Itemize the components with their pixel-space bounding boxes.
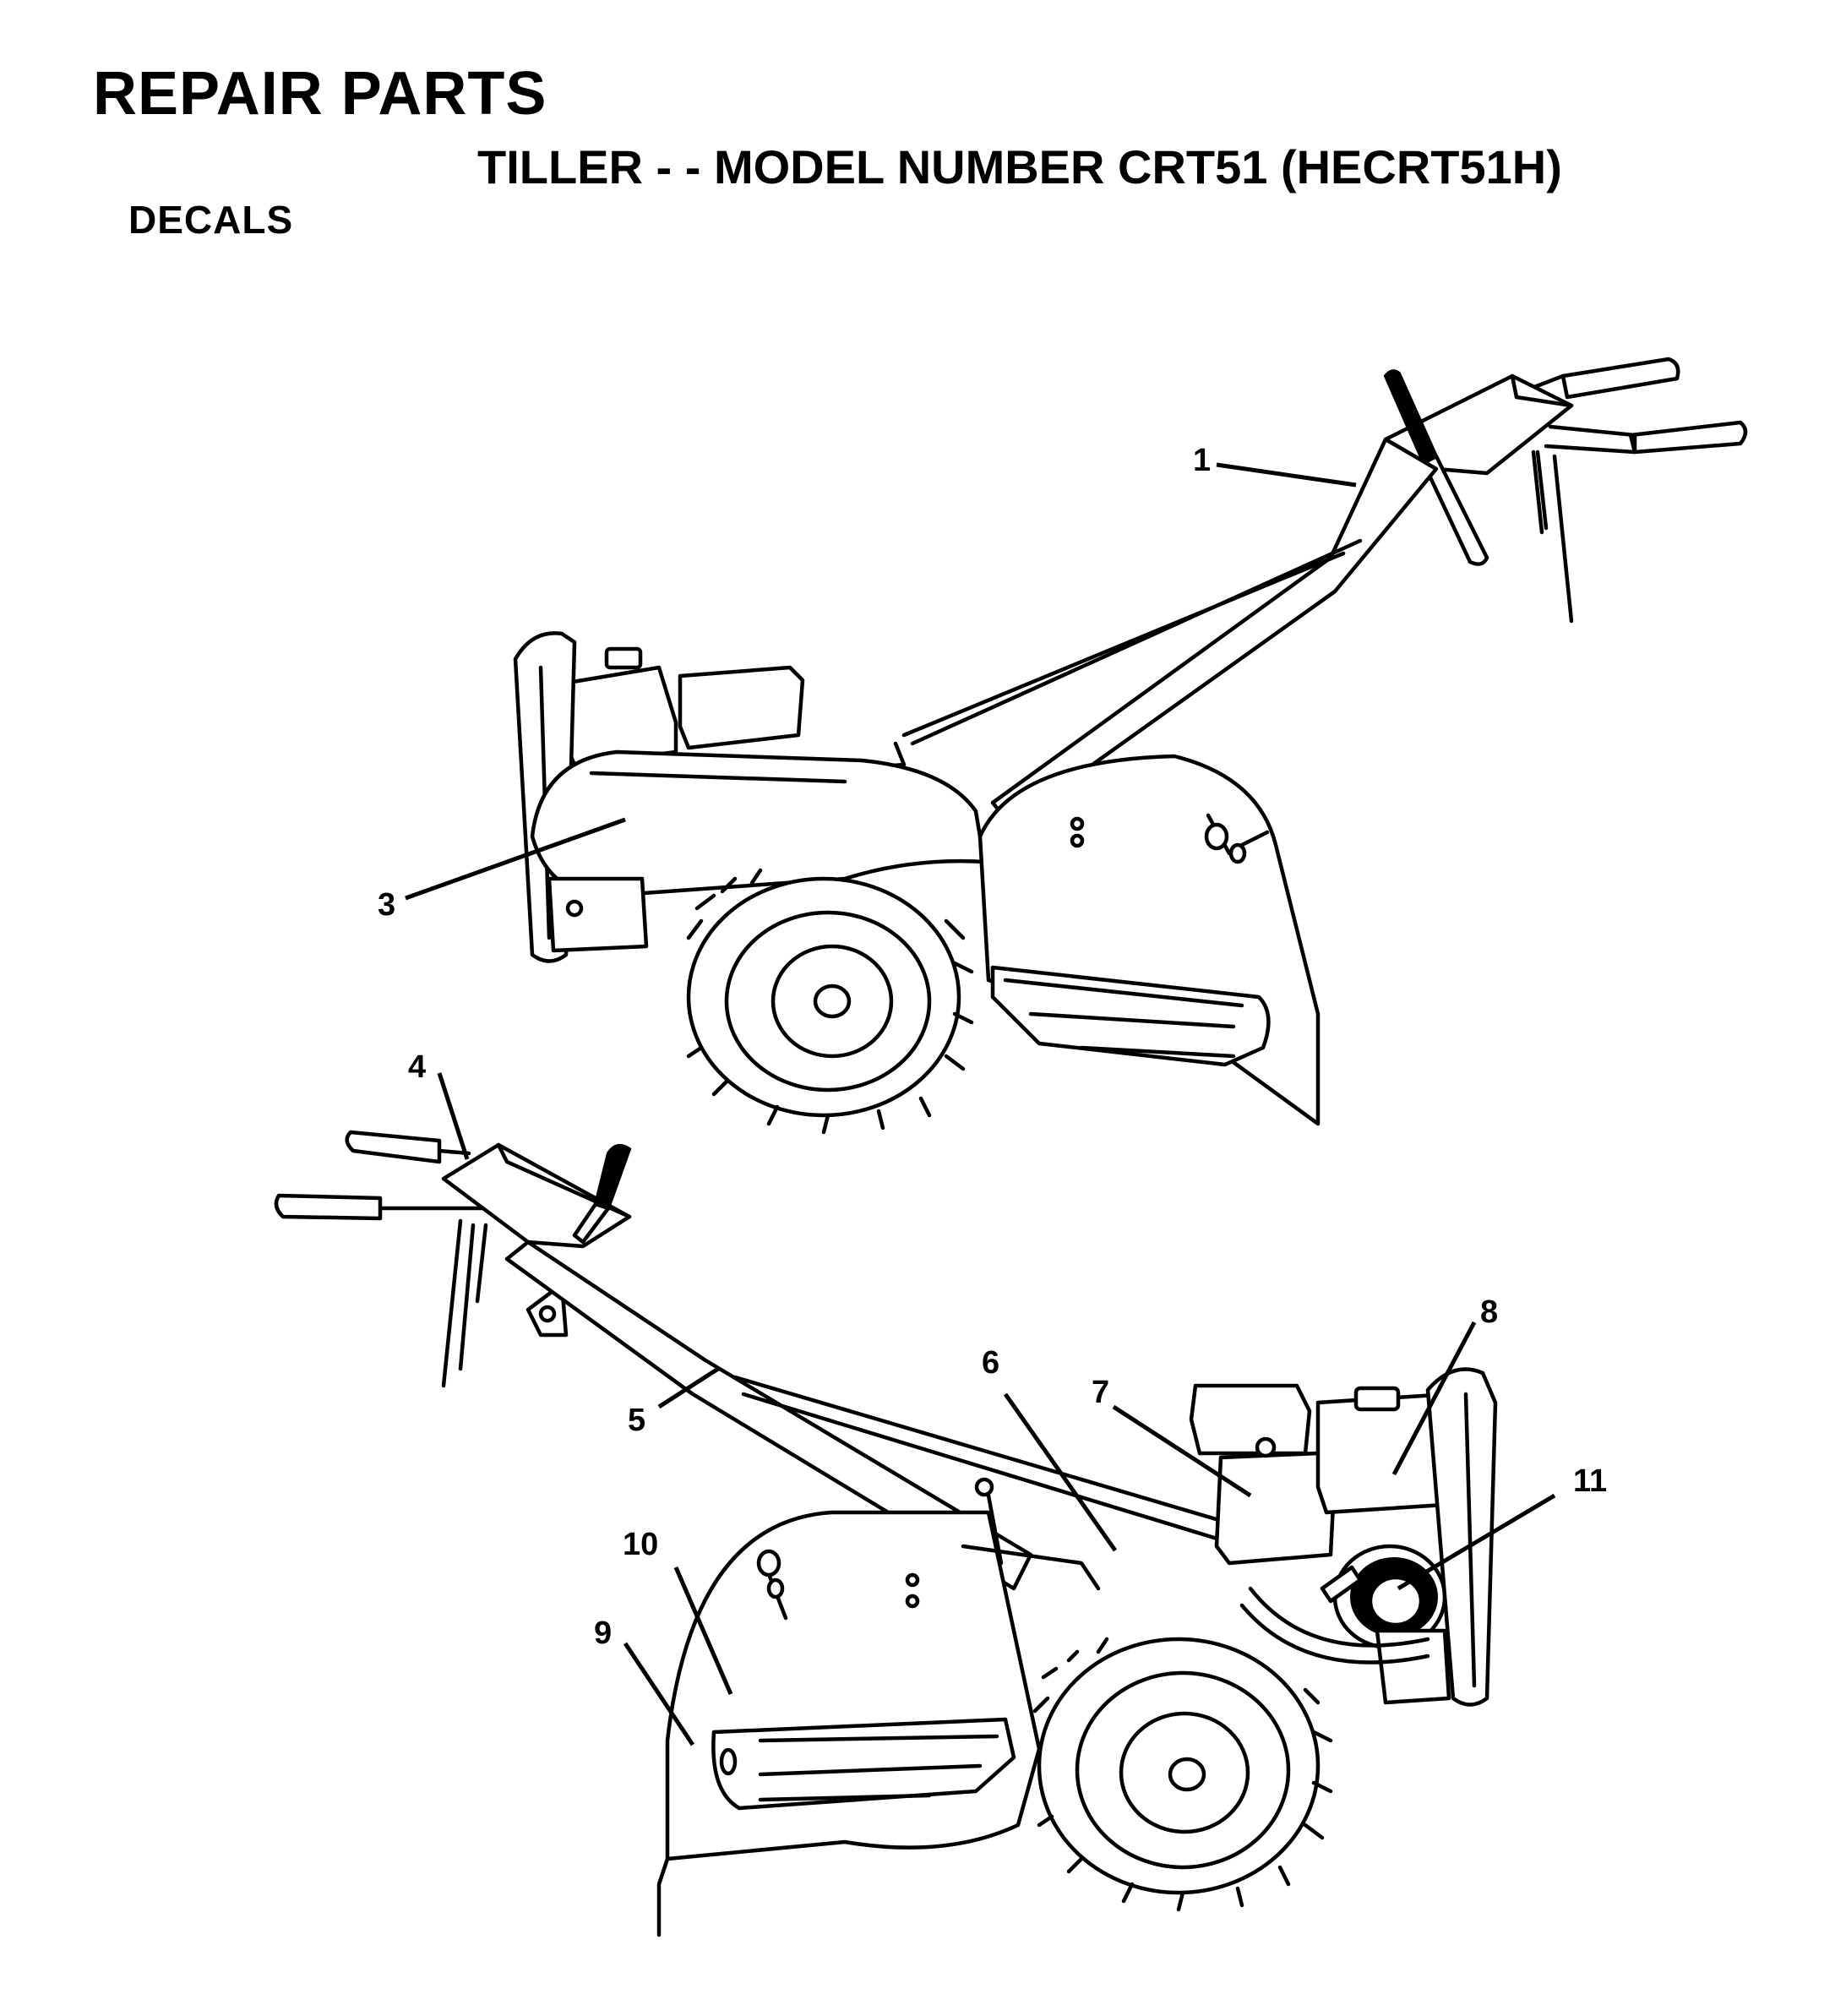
callout-3: 3 — [378, 817, 626, 923]
model-subtitle: TILLER - - MODEL NUMBER CRT51 (HECRT51H) — [477, 140, 1562, 193]
callout-label: 3 — [378, 887, 395, 923]
callout-5: 5 — [628, 1366, 720, 1438]
upper-tiller-illustration — [513, 357, 1748, 1135]
page-title: REPAIR PARTS — [93, 60, 547, 128]
callout-label: 11 — [1573, 1463, 1607, 1499]
callout-label: 8 — [1480, 1294, 1498, 1330]
callout-label: 9 — [594, 1616, 612, 1651]
callout-10: 10 — [623, 1527, 733, 1695]
callout-label: 5 — [628, 1403, 645, 1438]
callout-6: 6 — [982, 1345, 1118, 1552]
lower-tiller-illustration — [274, 1130, 1498, 1937]
callout-label: 1 — [1193, 443, 1211, 478]
section-heading: DECALS — [128, 198, 294, 242]
callout-8: 8 — [1391, 1294, 1498, 1476]
callout-1: 1 — [1193, 443, 1357, 488]
callout-label: 10 — [623, 1527, 658, 1562]
callout-label: 7 — [1092, 1375, 1109, 1410]
callout-4: 4 — [408, 1049, 470, 1160]
callout-7: 7 — [1092, 1375, 1252, 1498]
callout-label: 6 — [982, 1345, 999, 1381]
callout-label: 4 — [408, 1049, 426, 1085]
callout-9: 9 — [594, 1616, 695, 1746]
callout-11: 11 — [1397, 1463, 1607, 1591]
